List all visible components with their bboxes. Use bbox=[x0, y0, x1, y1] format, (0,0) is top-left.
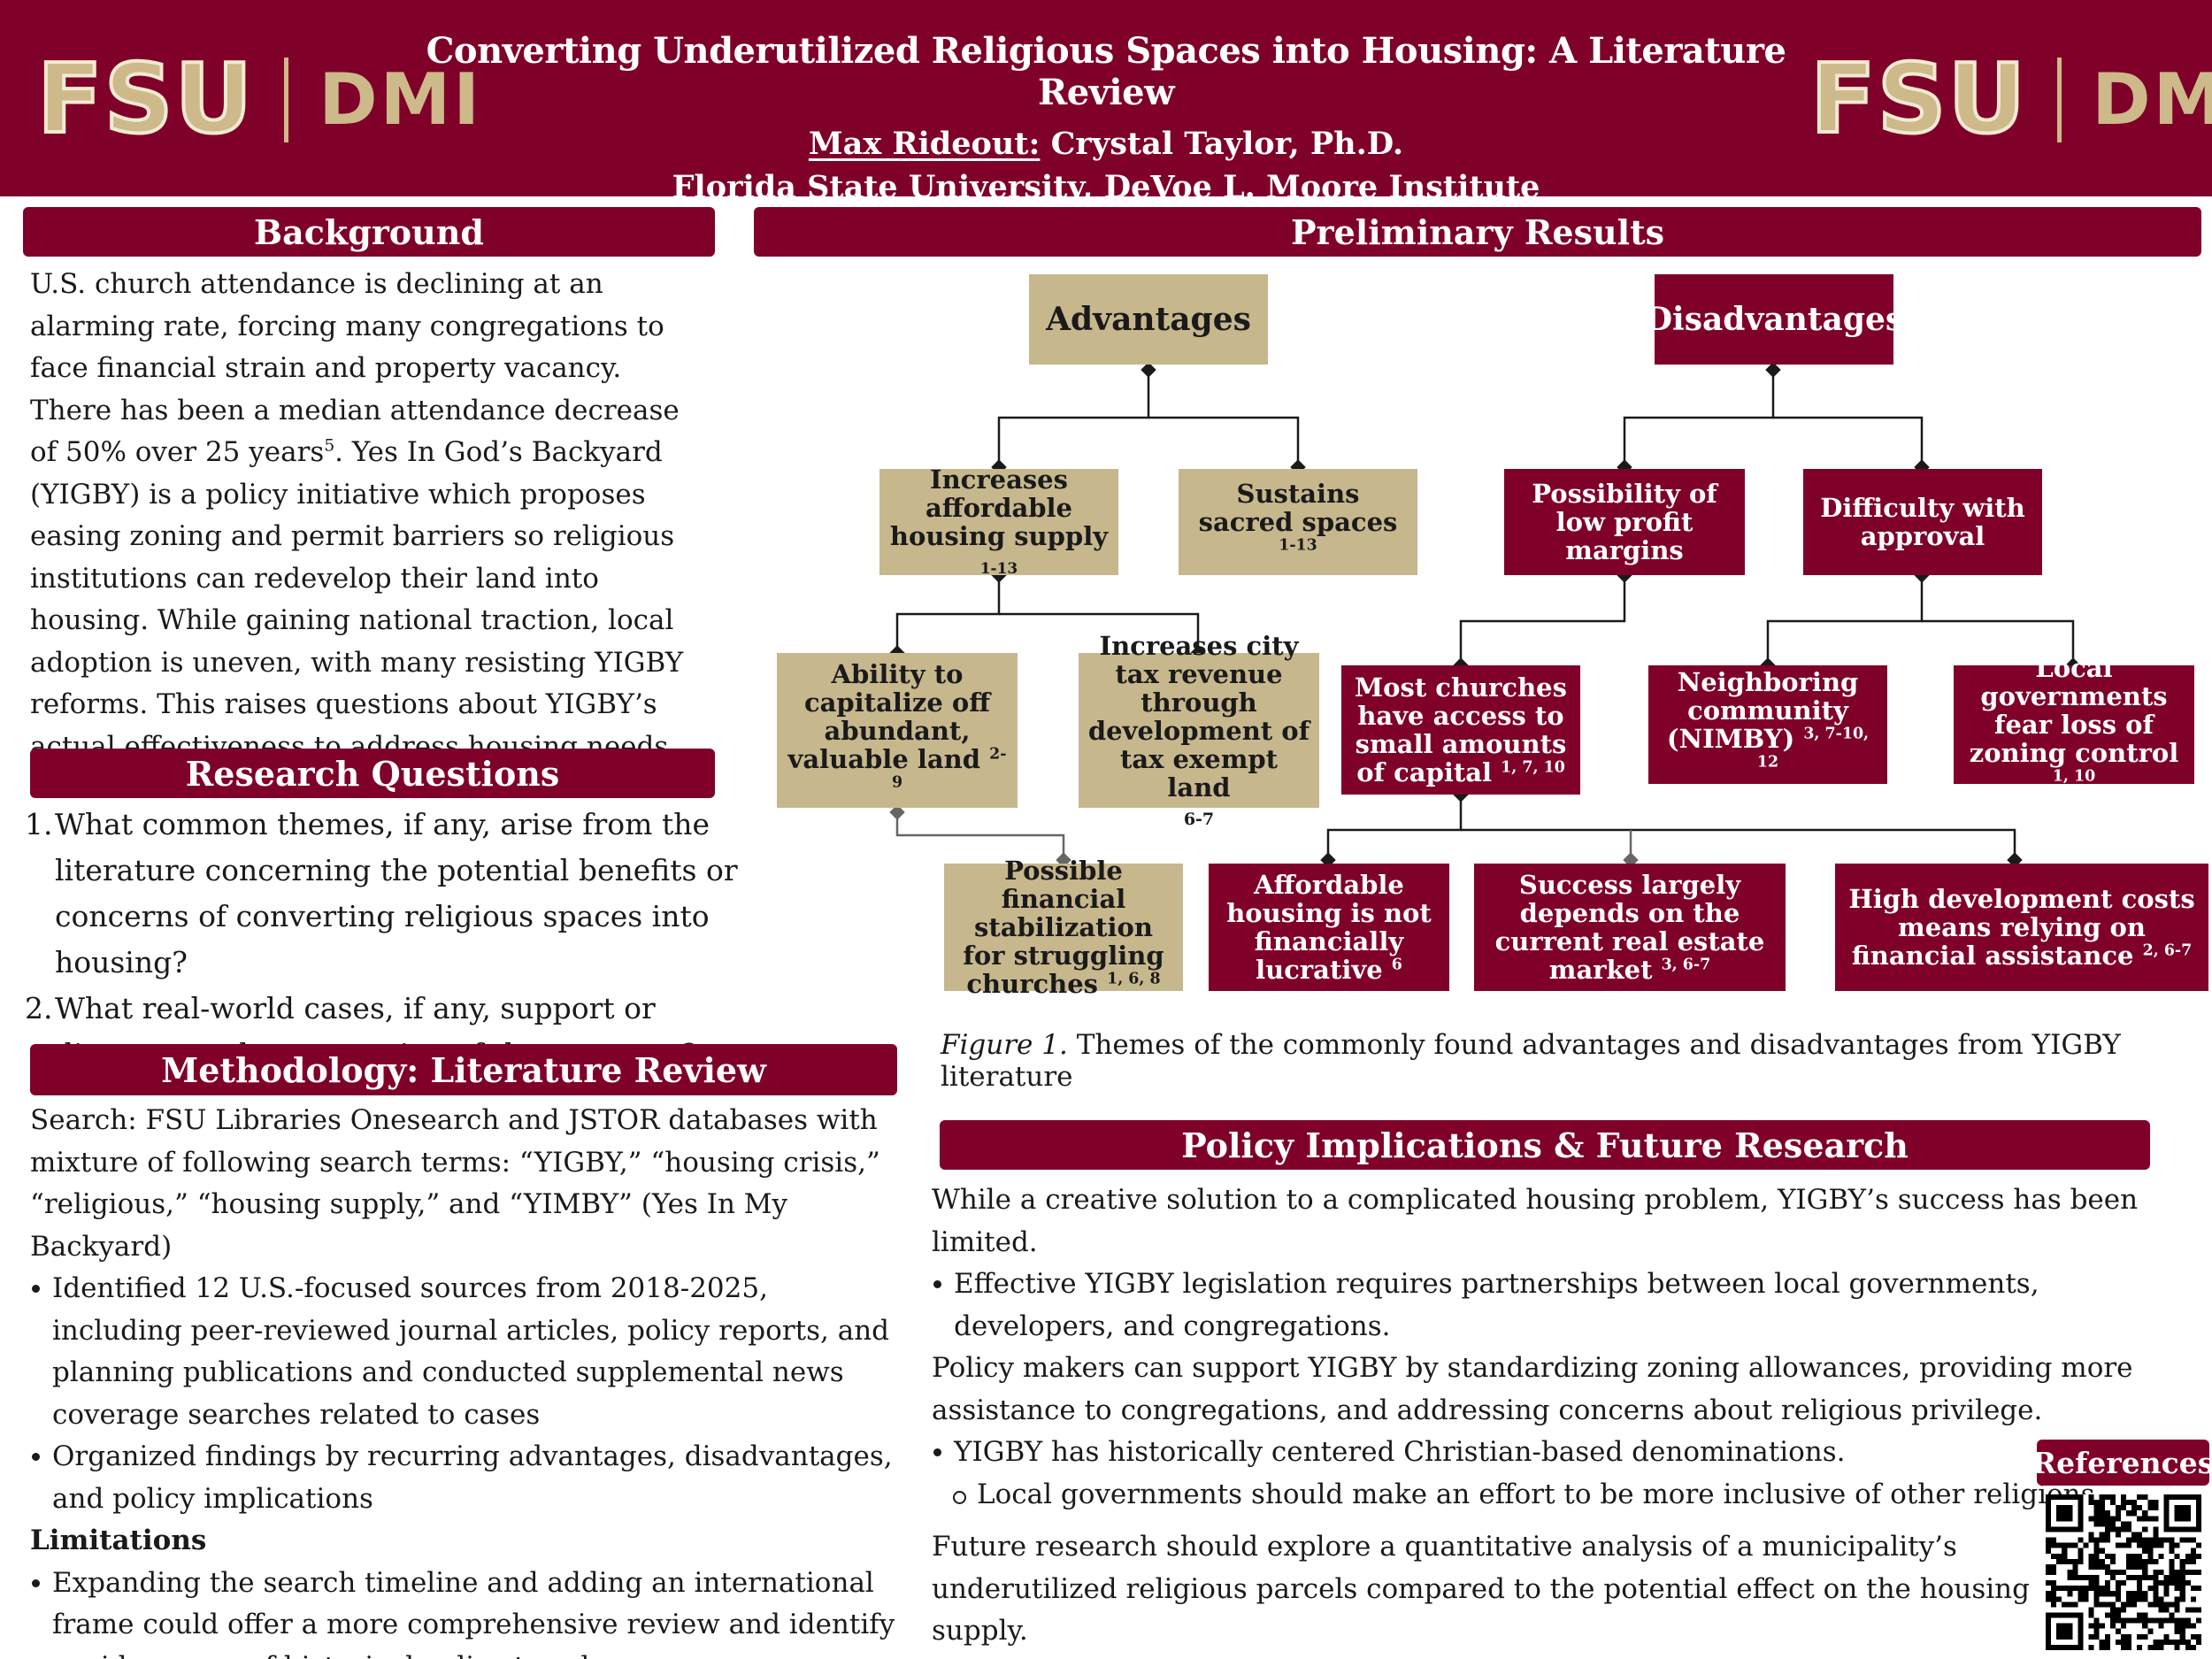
policy-text: While a creative solution to a complicat… bbox=[932, 1179, 2195, 1653]
citation: 6-7 bbox=[1183, 809, 1215, 829]
list-item: Effective YIGBY legislation requires par… bbox=[932, 1263, 2195, 1348]
authors: Max Rideout: Crystal Taylor, Ph.D. bbox=[416, 126, 1796, 162]
background-heading: Background bbox=[23, 207, 715, 257]
citation: 1-13 bbox=[1279, 536, 1317, 555]
list-number: 2. bbox=[25, 991, 53, 1025]
box-text: Possible financial stabilization for str… bbox=[963, 856, 1164, 999]
citation: 1, 10 bbox=[2052, 767, 2096, 786]
policy-bullets: Effective YIGBY legislation requires par… bbox=[932, 1263, 2195, 1348]
references-label: References bbox=[2032, 1440, 2212, 1486]
background-text-part1: U.S. church attendance is declining at a… bbox=[30, 268, 680, 468]
background-citation: 5 bbox=[324, 436, 335, 456]
citation: 1, 6, 8 bbox=[1107, 970, 1161, 988]
citation: 3, 7-10, 12 bbox=[1756, 725, 1870, 772]
box-text: Ability to capitalize off abundant, valu… bbox=[787, 658, 991, 774]
background-text: U.S. church attendance is declining at a… bbox=[30, 264, 711, 768]
box-text: Neighboring community (NIMBY) bbox=[1666, 667, 1859, 754]
citation: 6 bbox=[1391, 956, 1402, 974]
advantages-box: Advantages bbox=[1029, 274, 1268, 365]
box-text: Sustains sacred spaces bbox=[1198, 479, 1398, 537]
policy-heading: Policy Implications & Future Research bbox=[940, 1120, 2150, 1170]
policy-intro: While a creative solution to a complicat… bbox=[932, 1184, 2139, 1258]
coauthor-name: Crystal Taylor, Ph.D. bbox=[1040, 126, 1404, 162]
disadvantage-nimby: Neighboring community (NIMBY) 3, 7-10, 1… bbox=[1648, 665, 1887, 784]
presenter-name: Max Rideout: bbox=[808, 126, 1041, 162]
disadvantage-not-lucrative: Affordable housing is not financially lu… bbox=[1209, 864, 1449, 991]
advantage-affordable-housing: Increases affordable housing supply 1-13 bbox=[879, 465, 1118, 578]
list-item: Local governments should make an effort … bbox=[932, 1474, 2195, 1517]
logo-divider bbox=[284, 58, 289, 142]
dmi-logo-text: DMI bbox=[319, 58, 483, 141]
research-questions-heading: Research Questions bbox=[30, 749, 715, 798]
box-text: Increases affordable housing supply bbox=[889, 465, 1109, 551]
methodology-text: Search: FSU Libraries Onesearch and JSTO… bbox=[30, 1100, 906, 1659]
policy-paragraph: Policy makers can support YIGBY by stand… bbox=[932, 1352, 2133, 1426]
box-text: Affordable housing is not financially lu… bbox=[1226, 870, 1432, 985]
policy-bullets-2: YIGBY has historically centered Christia… bbox=[932, 1432, 2195, 1516]
disadvantage-small-capital: Most churches have access to small amoun… bbox=[1341, 665, 1580, 795]
background-text-part2: . Yes In God’s Backyard (YIGBY) is a pol… bbox=[30, 436, 684, 763]
future-research: Future research should explore a quantit… bbox=[932, 1531, 2030, 1647]
fsu-logo-text: FSU bbox=[1809, 44, 2028, 155]
disadvantage-real-estate-market: Success largely depends on the current r… bbox=[1474, 864, 1786, 991]
advantage-tax-revenue: Increases city tax revenue through devel… bbox=[1079, 632, 1319, 827]
advantage-sacred-spaces: Sustains sacred spaces 1-13 bbox=[1179, 469, 1417, 575]
poster-header: FSU DMI Converting Underutilized Religio… bbox=[0, 0, 2212, 205]
research-question-text: What common themes, if any, arise from t… bbox=[55, 807, 738, 979]
list-item: Identified 12 U.S.-focused sources from … bbox=[30, 1268, 906, 1436]
box-text: Success largely depends on the current r… bbox=[1494, 870, 1765, 985]
disadvantage-zoning-control: Local governments fear loss of zoning co… bbox=[1954, 654, 2194, 786]
methodology-heading: Methodology: Literature Review bbox=[30, 1044, 897, 1095]
disadvantage-development-costs: High development costs means relying on … bbox=[1835, 864, 2208, 991]
affiliation: Florida State University, DeVoe L. Moore… bbox=[672, 169, 1540, 205]
poster-title: Converting Underutilized Religious Space… bbox=[426, 30, 1786, 113]
logo-divider bbox=[2057, 58, 2062, 142]
limitations-bullets: Expanding the search timeline and adding… bbox=[30, 1563, 906, 1659]
figure-label: Figure 1. bbox=[941, 1029, 1068, 1061]
box-text: Local governments fear loss of zoning co… bbox=[1969, 653, 2179, 768]
fsu-dmi-logo-right: FSU DMI bbox=[1809, 44, 2212, 155]
methodology-search: Search: FSU Libraries Onesearch and JSTO… bbox=[30, 1104, 880, 1263]
citation: 2, 6-7 bbox=[2142, 941, 2193, 960]
list-number: 1. bbox=[25, 807, 53, 841]
citation: 2-9 bbox=[891, 744, 1007, 791]
disadvantage-low-profit: Possibility of low profit margins bbox=[1504, 469, 1745, 575]
figure-caption: Figure 1. Themes of the commonly found a… bbox=[941, 1029, 2212, 1093]
disadvantage-approval: Difficulty with approval bbox=[1803, 469, 2042, 575]
box-text: Increases city tax revenue through devel… bbox=[1087, 630, 1310, 803]
methodology-bullets: Identified 12 U.S.-focused sources from … bbox=[30, 1268, 906, 1520]
fsu-dmi-logo-left: FSU DMI bbox=[35, 44, 483, 155]
citation: 1-13 bbox=[979, 560, 1018, 578]
box-text: High development costs means relying on … bbox=[1848, 884, 2195, 971]
list-item: 1.What common themes, if any, arise from… bbox=[25, 802, 779, 986]
fsu-logo-text: FSU bbox=[35, 44, 255, 155]
title-block: Converting Underutilized Religious Space… bbox=[416, 30, 1796, 205]
limitations-label: Limitations bbox=[30, 1525, 207, 1556]
advantage-capitalize-land: Ability to capitalize off abundant, valu… bbox=[777, 653, 1018, 808]
citation: 3, 6-7 bbox=[1661, 956, 1711, 974]
disadvantages-box: Disadvantages bbox=[1645, 274, 1903, 365]
figure-caption-text: Themes of the commonly found advantages … bbox=[941, 1029, 2121, 1093]
advantage-financial-stabilization: Possible financial stabilization for str… bbox=[944, 856, 1183, 998]
dmi-logo-text: DMI bbox=[2092, 58, 2212, 141]
list-item: YIGBY has historically centered Christia… bbox=[932, 1432, 2195, 1474]
list-item: Organized findings by recurring advantag… bbox=[30, 1436, 906, 1520]
list-item: Expanding the search timeline and adding… bbox=[30, 1563, 906, 1659]
qr-code-icon[interactable] bbox=[2046, 1494, 2201, 1650]
results-heading: Preliminary Results bbox=[754, 207, 2201, 257]
box-text: Most churches have access to small amoun… bbox=[1355, 672, 1567, 787]
citation: 1, 7, 10 bbox=[1501, 758, 1565, 777]
